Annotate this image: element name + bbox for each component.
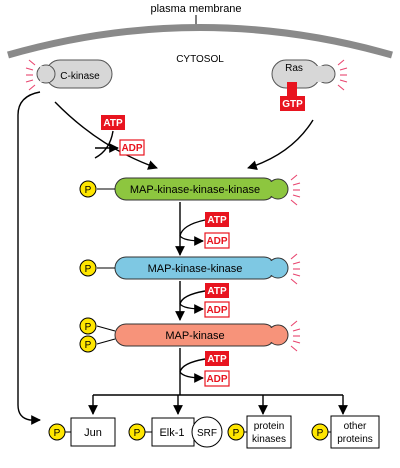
adp-tag-4: ADP	[204, 370, 230, 387]
phosphate-label: P	[85, 264, 92, 275]
c-kinase-to-targets-arrow	[17, 91, 41, 425]
atp-label: ATP	[207, 286, 227, 297]
adp-label: ADP	[206, 236, 227, 247]
atp-tag-1: ATP	[101, 115, 125, 130]
adp-label: ADP	[206, 305, 227, 316]
adp-tag-1: ADP	[119, 139, 145, 156]
jun-label: Jun	[84, 427, 102, 439]
adp-label: ADP	[121, 143, 142, 154]
phosphate-label: P	[85, 322, 92, 333]
phosphate-label: P	[233, 428, 240, 439]
atp-curve-3	[179, 290, 206, 305]
cytosol-label: CYTOSOL	[176, 54, 224, 65]
atp-tag-4: ATP	[205, 351, 229, 366]
c-kinase-to-mapkkk-arrow	[54, 101, 158, 170]
elk1-label: Elk-1	[159, 427, 184, 439]
adp-label: ADP	[206, 374, 227, 385]
atp-curve-2	[179, 219, 206, 237]
srf-label: SRF	[197, 428, 217, 439]
target-elk1-srf: P Elk-1 SRF	[128, 416, 223, 448]
adp-arrow-3	[179, 303, 204, 314]
other-proteins-label-1: other	[344, 421, 367, 432]
protein-kinases-label-2: kinases	[252, 434, 286, 445]
phosphate-label: P	[54, 428, 61, 439]
other-proteins-label-2: proteins	[337, 434, 373, 445]
ras-activation-rays-icon	[337, 59, 348, 91]
protein-kinases-label-1: protein	[254, 421, 285, 432]
c-kinase-protein: C-kinase	[36, 59, 113, 89]
ras-to-mapkkk-arrow	[247, 119, 314, 170]
phosphate-label: P	[85, 340, 92, 351]
c-kinase-activation-rays-icon	[25, 59, 36, 91]
atp-curve-1	[94, 130, 114, 159]
adp-arrow-4	[179, 371, 204, 383]
mapkkk-protein: MAP-kinase-kinase-kinase	[114, 177, 289, 201]
mapkk-activation-rays-icon	[290, 253, 301, 285]
atp-label: ATP	[207, 215, 227, 226]
phosphate-label: P	[317, 428, 324, 439]
atp-label: ATP	[207, 354, 227, 365]
adp-arrow-2	[179, 235, 204, 246]
mapkkk-activation-rays-icon	[290, 174, 301, 206]
mapk-activation-rays-icon	[290, 320, 301, 352]
phosphate-mapk-2-icon: P	[79, 335, 97, 353]
atp-tag-3: ATP	[205, 283, 229, 298]
atp-curve-4	[179, 358, 206, 373]
phosphate-mapk-1-icon: P	[79, 317, 97, 335]
mapk-label: MAP-kinase	[165, 330, 224, 342]
phosphate-links-mapk	[96, 325, 116, 345]
target-protein-kinases: P protein kinases	[227, 415, 292, 449]
target-jun: P Jun	[48, 417, 116, 447]
phosphate-label: P	[134, 428, 141, 439]
atp-label: ATP	[103, 118, 123, 129]
mapkk-label: MAP-kinase-kinase	[148, 263, 243, 275]
target-other-proteins: P other proteins	[311, 415, 380, 449]
phosphate-mapkk-icon: P	[79, 259, 97, 277]
mapk-protein: MAP-kinase	[114, 323, 289, 347]
mapkk-protein: MAP-kinase-kinase	[114, 256, 289, 280]
plasma-membrane-label: plasma membrane	[150, 3, 241, 15]
adp-tag-3: ADP	[204, 301, 230, 318]
ras-protein: Ras	[271, 59, 336, 89]
plasma-membrane	[7, 24, 393, 59]
gtp-label: GTP	[282, 99, 303, 110]
phosphate-label: P	[85, 185, 92, 196]
adp-tag-2: ADP	[204, 232, 230, 249]
ras-label: Ras	[285, 63, 303, 74]
atp-tag-2: ATP	[205, 212, 229, 227]
c-kinase-label: C-kinase	[60, 71, 100, 82]
phosphate-mapkkk-icon: P	[79, 180, 97, 198]
gtp-tag: GTP	[280, 82, 305, 111]
mapkkk-label: MAP-kinase-kinase-kinase	[130, 184, 260, 196]
